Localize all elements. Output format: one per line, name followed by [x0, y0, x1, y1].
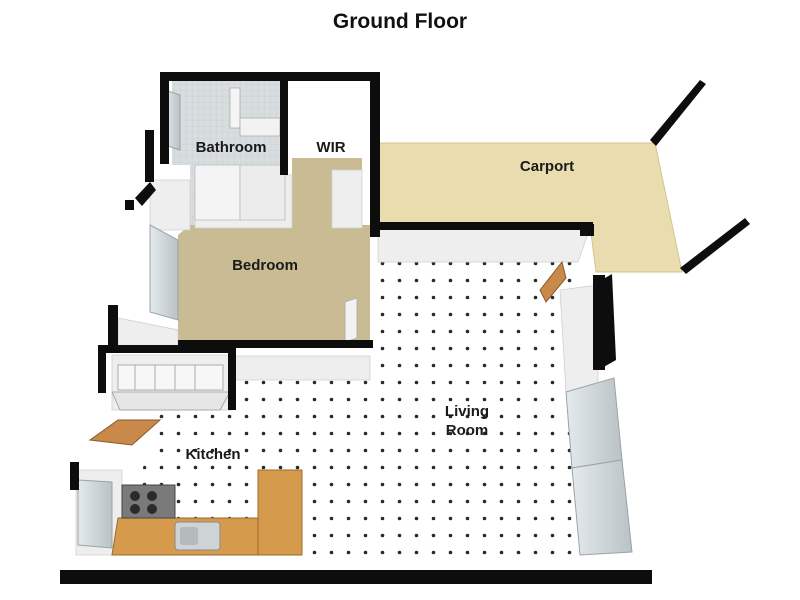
room-label-bedroom: Bedroom [232, 257, 298, 274]
room-label-living-line1: Living [445, 403, 489, 420]
kitchen-window [77, 479, 113, 549]
walls [60, 72, 750, 584]
bedroom-window [149, 224, 179, 321]
living-room-floor [112, 240, 580, 555]
bathroom-fittings [194, 87, 286, 221]
stair-unit [111, 364, 231, 411]
bedroom-door [344, 297, 358, 343]
room-label-wir: WIR [316, 139, 345, 156]
doors [88, 260, 567, 446]
room-label-living-line2: Room [446, 422, 489, 439]
floor-plan-title: Ground Floor [332, 10, 468, 33]
room-label-kitchen: Kitchen [185, 446, 240, 463]
room-label-carport: Carport [520, 158, 574, 175]
room-label-bathroom: Bathroom [196, 139, 267, 156]
kitchen-bench [111, 469, 303, 556]
living-room-windows [565, 377, 633, 556]
